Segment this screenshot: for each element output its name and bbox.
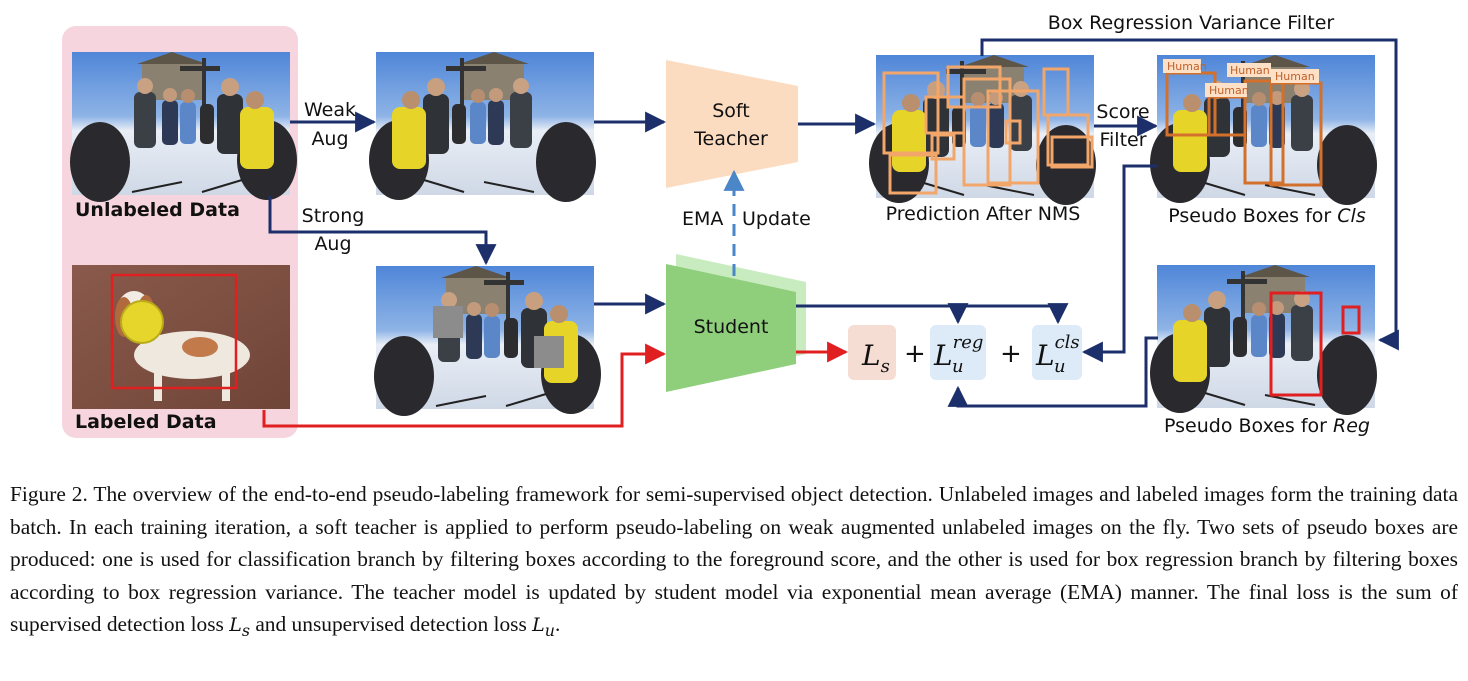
- ls-term: Ls: [861, 339, 890, 377]
- ls-box: [848, 325, 896, 380]
- update-label: Update: [742, 208, 811, 230]
- human-tag-4: Human: [1275, 70, 1315, 83]
- weak-aug-label-2: Aug: [311, 128, 348, 150]
- plus-2: +: [1000, 339, 1022, 369]
- caption-middle: and unsupervised detection loss: [249, 612, 533, 637]
- student-to-lcls-arrow: [958, 303, 1069, 325]
- weak-aug-label-1: Weak: [304, 99, 356, 121]
- pseudo-boxes-reg-label: Pseudo Boxes for Reg: [1164, 415, 1370, 437]
- reg-boxes-to-lreg-arrow: [947, 336, 1158, 408]
- lreg-box: [930, 325, 986, 380]
- student-to-lreg-arrow: [796, 303, 969, 325]
- weak-aug-image: [369, 52, 596, 202]
- framework-diagram: Unlabeled Data Labeled Data Weak Aug Str…: [62, 12, 1399, 438]
- unlabeled-image: [69, 51, 298, 203]
- caption-text: Figure 2. The overview of the end-to-end…: [10, 482, 1458, 637]
- soft-teacher-label-2: Teacher: [693, 128, 768, 150]
- strong-aug-image: [373, 265, 602, 417]
- pseudo-boxes-cls-label: Pseudo Boxes for Cls: [1168, 205, 1366, 227]
- pseudo-boxes-cls-image: Human Human Human Human: [1150, 55, 1377, 205]
- strong-aug-label-1: Strong: [302, 205, 365, 227]
- lcls-box: [1032, 325, 1082, 380]
- student-block: [666, 264, 796, 392]
- box-regression-variance-filter-arrow: [980, 38, 1399, 351]
- caption-suffix: .: [554, 612, 561, 637]
- figure-caption: Figure 2. The overview of the end-to-end…: [10, 478, 1458, 648]
- soft-teacher-label-1: Soft: [712, 100, 750, 122]
- strong-aug-arrow: [268, 196, 497, 266]
- human-tag-1: Human: [1167, 60, 1207, 73]
- caption-ls-symbol: Ls: [229, 614, 250, 641]
- labeled-image: [72, 265, 290, 409]
- box-regression-variance-filter-label: Box Regression Variance Filter: [1048, 12, 1335, 34]
- pseudo-boxes-reg-image: [1150, 265, 1377, 415]
- strong-aug-label-2: Aug: [314, 233, 351, 255]
- human-tag-2: Human: [1230, 64, 1270, 77]
- score-filter-label-2: Filter: [1099, 129, 1146, 151]
- unlabeled-data-label: Unlabeled Data: [75, 199, 240, 221]
- soft-teacher-block: [666, 60, 798, 188]
- plus-1: +: [904, 339, 926, 369]
- caption-lu-symbol: Lu: [532, 614, 555, 641]
- student-label: Student: [694, 316, 769, 338]
- labeled-data-label: Labeled Data: [75, 411, 217, 433]
- labeled-to-student-arrow: [262, 343, 667, 428]
- human-tag-3: Human: [1209, 84, 1249, 97]
- prediction-after-nms-image: [869, 55, 1096, 205]
- prediction-after-nms-label: Prediction After NMS: [886, 203, 1081, 225]
- cls-boxes-to-lcls-arrow: [1081, 164, 1158, 363]
- ema-label: EMA: [682, 208, 723, 230]
- score-filter-label-1: Score: [1096, 101, 1149, 123]
